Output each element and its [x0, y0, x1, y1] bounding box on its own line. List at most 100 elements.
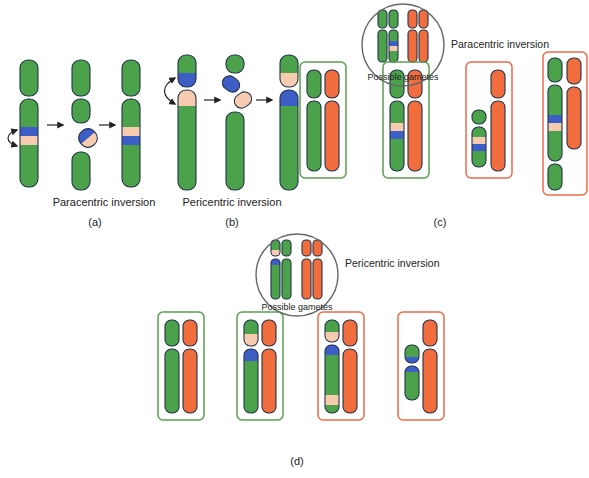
chromosome-band: [567, 58, 581, 84]
chromosome-outline: [75, 125, 100, 150]
chromosome: [325, 70, 339, 172]
chromosome: [567, 58, 581, 150]
chromosome-outline: [548, 58, 562, 82]
chromosome-arm: [226, 112, 244, 190]
chromosome-arm: [165, 349, 179, 413]
chromosome-band: [122, 145, 140, 187]
chromosome-outline: [226, 55, 244, 73]
inversion-heading: Pericentric inversion: [345, 258, 440, 270]
chromosome-band: [271, 265, 280, 299]
chromosome: [165, 320, 179, 414]
chromosome-arm: [280, 55, 298, 87]
panel-letter: (d): [290, 455, 303, 467]
chromosome-band: [307, 101, 321, 171]
chromosome-arm: [20, 99, 38, 187]
chromosome-arm: [72, 60, 90, 96]
chromosome-outline: [165, 320, 179, 346]
chromosome-outline: [178, 55, 196, 87]
chromosome-arm: [423, 349, 437, 413]
gamete-box: [300, 62, 346, 178]
chromosome-band: [343, 320, 357, 346]
chromosome-band: [378, 30, 387, 62]
panel-caption: Paracentric inversion: [53, 196, 156, 208]
chromosome-band: [389, 46, 398, 52]
chromosome-outline: [491, 101, 505, 171]
chromosome-band: [220, 73, 243, 95]
chromosome-band: [20, 99, 38, 128]
chromosome-band: [389, 10, 398, 28]
chromosome-arm: [567, 87, 581, 149]
gamete-box: [466, 62, 512, 178]
chromosome-band: [378, 10, 387, 28]
chromosome-outline: [122, 99, 140, 187]
chromosome-outline: [567, 58, 581, 84]
chromosome-band: [408, 30, 417, 62]
chromosome-arm: [408, 101, 422, 171]
chromosome-outline: [280, 55, 298, 87]
chromosome-band: [313, 259, 322, 299]
chromosome-band: [122, 136, 140, 146]
chromosome-arm: [271, 259, 280, 299]
chromosome: [271, 240, 280, 300]
inverted-segment: [219, 73, 242, 95]
chromosome-band: [405, 372, 419, 400]
chromosome: [325, 320, 339, 414]
chromosome-arm: [548, 85, 562, 161]
chromosome-outline: [313, 259, 322, 299]
chromosome: [226, 55, 244, 191]
chromosome-outline: [548, 164, 562, 190]
chromosome-arm: [405, 345, 419, 363]
chromosome-outline: [280, 90, 298, 190]
chromosome-outline: [491, 70, 505, 98]
chromosome-arm: [548, 58, 562, 82]
chromosome-arm: [75, 125, 100, 150]
chromosome-arm: [307, 101, 321, 171]
chromosome-arm: [405, 366, 419, 400]
chromosome-arm: [72, 152, 90, 190]
chromosome-outline: [378, 10, 387, 28]
chromosome-arm: [325, 345, 339, 413]
chromosome-band: [325, 70, 339, 98]
chromosome-outline: [282, 240, 291, 256]
chromosome: [408, 10, 417, 63]
chromosome-band: [262, 320, 276, 346]
chromosome-band: [280, 106, 298, 190]
chromosome-outline: [72, 60, 90, 96]
chromosome-band: [408, 10, 417, 28]
chromosome-band: [390, 139, 404, 171]
chromosome-arm: [343, 320, 357, 346]
chromosome: [178, 55, 196, 191]
gamete-box: [543, 52, 587, 195]
chromosome: [280, 55, 298, 191]
chromosome-arm: [122, 60, 140, 96]
chromosome-outline: [389, 30, 398, 62]
chromosome-outline: [419, 30, 428, 62]
chromosome: [378, 10, 387, 63]
chromosome-arm: [122, 99, 140, 187]
chromosome-band: [183, 320, 197, 346]
chromosome-outline: [244, 349, 258, 413]
inversion-heading: Paracentric inversion: [451, 39, 549, 51]
chromosome-outline: [282, 259, 291, 299]
gamete-circle: Paracentric inversionPossible gametes: [361, 3, 445, 87]
chromosome-band: [122, 99, 140, 128]
chromosome-arm: [548, 164, 562, 190]
gamete-box: [158, 312, 204, 420]
chromosome: [313, 240, 322, 300]
inverted-segment: [232, 89, 255, 111]
chromosome-outline: [183, 320, 197, 346]
step-arrow: [256, 99, 272, 100]
chromosome-band: [244, 361, 258, 413]
chromosome-outline: [567, 87, 581, 149]
chromosome-outline: [307, 70, 321, 98]
chromosome: [282, 240, 291, 300]
chromosome-outline: [548, 85, 562, 161]
chromosome: [491, 70, 505, 172]
panel-letter: (c): [434, 216, 447, 228]
chromosome: [548, 58, 562, 191]
chromosome-arm: [408, 10, 417, 28]
chromosome-band: [313, 240, 322, 256]
chromosome-band: [491, 101, 505, 171]
chromosome-band: [20, 145, 38, 187]
